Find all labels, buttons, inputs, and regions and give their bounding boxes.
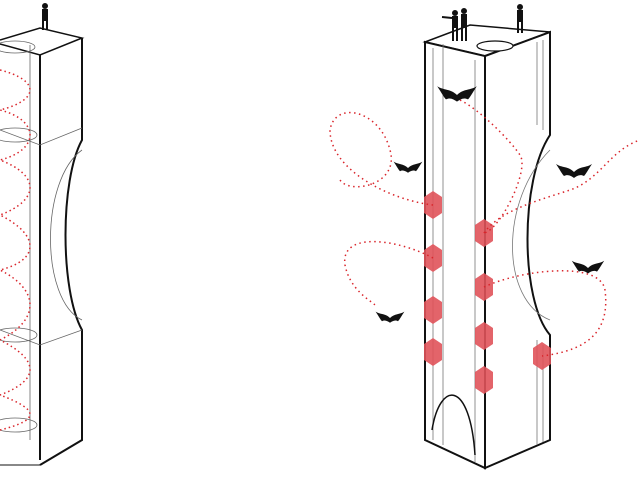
bat-icon	[571, 260, 605, 274]
hexagon-marker	[424, 338, 442, 366]
figure-group-left	[42, 3, 48, 30]
bat-icon	[375, 311, 405, 323]
flight-paths	[329, 99, 640, 357]
hexagon-marker	[475, 322, 493, 350]
tower-section	[0, 27, 85, 466]
tower-exterior	[422, 24, 551, 470]
bat-icon	[393, 161, 423, 173]
figure-group-right	[441, 4, 523, 41]
hexagon-marker	[424, 296, 442, 324]
bat-icon	[556, 164, 592, 178]
bats	[375, 86, 605, 323]
hexagon-marker	[475, 366, 493, 394]
bat-icon	[437, 86, 477, 102]
